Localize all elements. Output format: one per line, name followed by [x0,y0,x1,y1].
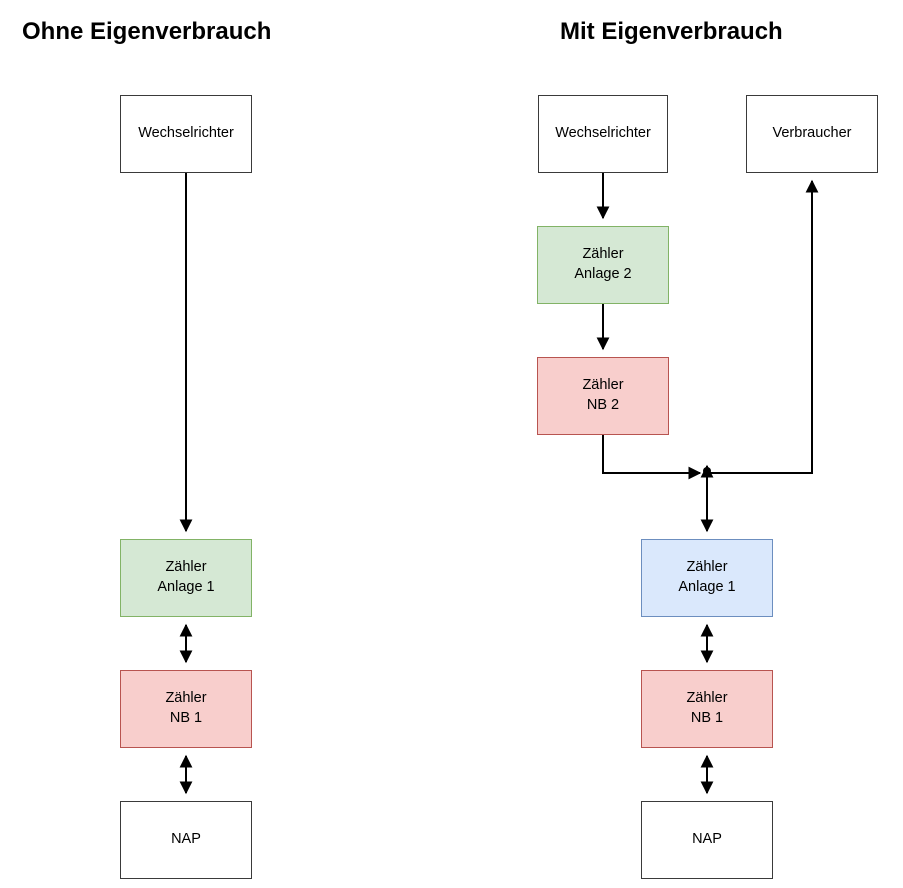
node-label: NAP [692,831,722,848]
node-nap-left[interactable]: NAP [120,801,252,879]
edge-r-junction-to-verbraucher [707,179,819,474]
node-label: Zähler Anlage 1 [157,559,215,595]
node-label: Zähler Anlage 1 [678,559,736,595]
node-label: Wechselrichter [555,125,651,142]
node-label: Wechselrichter [138,125,234,142]
node-zaehler-anlage-1-left[interactable]: Zähler Anlage 1 [120,539,252,617]
node-zaehler-nb-1-left[interactable]: Zähler NB 1 [120,670,252,748]
node-label: Zähler NB 2 [582,377,624,413]
node-zaehler-nb-2[interactable]: Zähler NB 2 [537,357,669,435]
node-label: Zähler NB 1 [165,690,207,726]
page-title-left: Ohne Eigenverbrauch [22,18,272,45]
node-label: Zähler NB 1 [686,690,728,726]
node-nap-right[interactable]: NAP [641,801,773,879]
edge-r-zaehler-nb-2-to-junction [602,435,702,480]
node-label: Zähler Anlage 2 [574,246,632,282]
node-wechselrichter-right[interactable]: Wechselrichter [538,95,668,173]
node-zaehler-anlage-1-right[interactable]: Zähler Anlage 1 [641,539,773,617]
node-verbraucher[interactable]: Verbraucher [746,95,878,173]
node-wechselrichter-left[interactable]: Wechselrichter [120,95,252,173]
page-title-right: Mit Eigenverbrauch [560,18,783,45]
node-zaehler-anlage-2[interactable]: Zähler Anlage 2 [537,226,669,304]
junction-dot [703,467,711,475]
node-zaehler-nb-1-right[interactable]: Zähler NB 1 [641,670,773,748]
node-label: Verbraucher [772,125,852,142]
node-label: NAP [171,831,201,848]
